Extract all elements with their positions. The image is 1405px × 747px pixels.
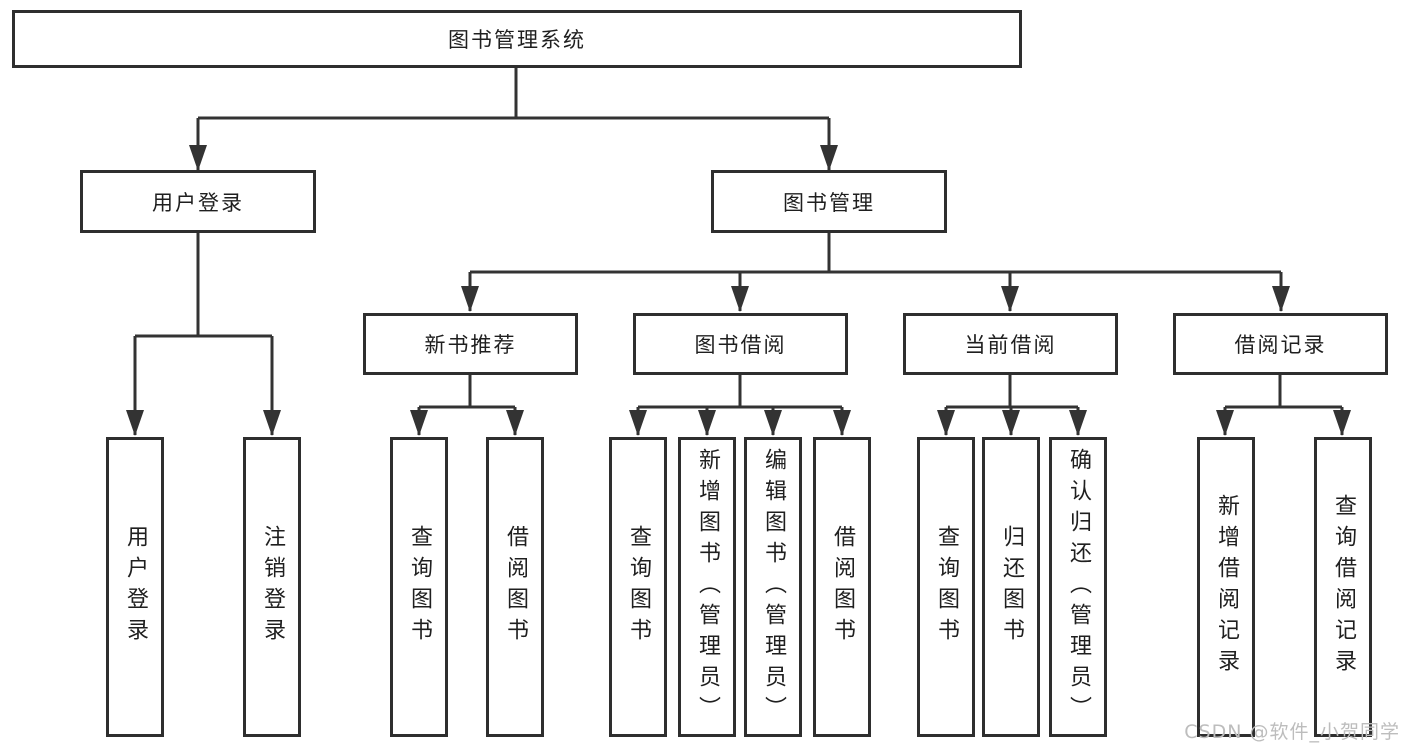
leaf-label: 新增借阅记录 xyxy=(1214,494,1239,680)
leaf-label: 注销登录 xyxy=(260,525,285,649)
leaf-user-login: 用户登录 xyxy=(106,437,164,737)
leaf-query-books-recommend: 查询图书 xyxy=(390,437,448,737)
leaf-label: 用户登录 xyxy=(123,525,148,649)
leaf-label: 借阅图书 xyxy=(503,525,528,649)
node-current-borrow: 当前借阅 xyxy=(903,313,1118,375)
leaf-label: 查询图书 xyxy=(626,525,651,649)
leaf-query-borrow-record: 查询借阅记录 xyxy=(1314,437,1372,737)
leaf-borrow-books-recommend: 借阅图书 xyxy=(486,437,544,737)
leaf-add-borrow-record: 新增借阅记录 xyxy=(1197,437,1255,737)
leaf-add-book-admin: 新增图书（管理员） xyxy=(678,437,736,737)
node-user-login: 用户登录 xyxy=(80,170,316,233)
leaf-label: 查询图书 xyxy=(934,525,959,649)
leaf-return-books: 归还图书 xyxy=(982,437,1040,737)
leaf-label: 归还图书 xyxy=(999,525,1024,649)
leaf-label: 查询图书 xyxy=(407,525,432,649)
leaf-logout: 注销登录 xyxy=(243,437,301,737)
node-borrow-records: 借阅记录 xyxy=(1173,313,1388,375)
leaf-borrow-books: 借阅图书 xyxy=(813,437,871,737)
node-root: 图书管理系统 xyxy=(12,10,1022,68)
leaf-confirm-return-admin: 确认归还（管理员） xyxy=(1049,437,1107,737)
leaf-edit-book-admin: 编辑图书（管理员） xyxy=(744,437,802,737)
leaf-label: 借阅图书 xyxy=(830,525,855,649)
leaf-label: 新增图书（管理员） xyxy=(695,447,720,727)
csdn-watermark: CSDN @软件_小贺同学 xyxy=(1184,721,1400,743)
leaf-label: 编辑图书（管理员） xyxy=(761,447,786,727)
leaf-label: 确认归还（管理员） xyxy=(1066,447,1091,727)
leaf-query-books-borrow: 查询图书 xyxy=(609,437,667,737)
leaf-query-books-current: 查询图书 xyxy=(917,437,975,737)
node-new-book-recommend: 新书推荐 xyxy=(363,313,578,375)
leaf-label: 查询借阅记录 xyxy=(1331,494,1356,680)
node-book-borrow: 图书借阅 xyxy=(633,313,848,375)
node-book-management: 图书管理 xyxy=(711,170,947,233)
